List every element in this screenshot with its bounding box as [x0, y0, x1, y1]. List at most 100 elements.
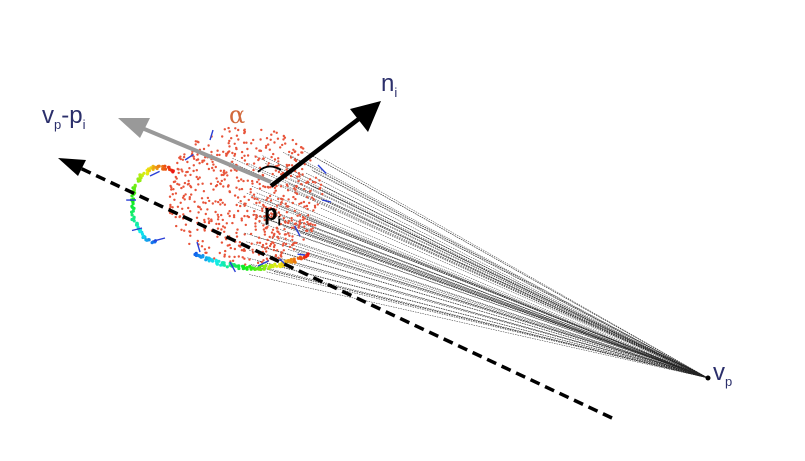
cloud-point: [218, 223, 220, 225]
cloud-rim-point: [223, 264, 226, 267]
cloud-point: [311, 230, 313, 232]
viewpoint-label: vp: [713, 361, 732, 388]
cloud-point: [291, 239, 293, 241]
cloud-point: [202, 201, 204, 203]
cloud-point: [254, 197, 256, 199]
cloud-point: [309, 178, 311, 180]
cloud-point: [219, 182, 221, 184]
cloud-point: [233, 155, 235, 157]
cloud-point: [224, 250, 226, 252]
cloud-point: [280, 252, 282, 254]
cloud-point: [243, 215, 245, 217]
cloud-point: [186, 161, 188, 163]
cloud-rim-point: [164, 168, 167, 171]
cloud-point: [223, 171, 225, 173]
cloud-point: [243, 132, 245, 134]
cloud-point: [314, 181, 316, 183]
cloud-point: [270, 156, 272, 158]
viewpoint-ray: [247, 258, 708, 378]
cloud-point: [193, 156, 195, 158]
cloud-point: [259, 183, 261, 185]
cloud-point: [228, 244, 230, 246]
cloud-point: [197, 211, 199, 213]
cloud-point: [215, 177, 217, 179]
view-direction-line: [142, 128, 271, 182]
cloud-point: [207, 144, 209, 146]
cloud-point: [215, 223, 217, 225]
cloud-point: [229, 191, 231, 193]
surface-normal: [322, 200, 331, 202]
cloud-point: [312, 227, 314, 229]
cloud-point: [257, 159, 259, 161]
cloud-point: [172, 188, 174, 190]
cloud-point: [280, 255, 282, 257]
cloud-rim-point: [307, 252, 310, 255]
cloud-point: [291, 235, 293, 237]
cloud-point: [230, 169, 232, 171]
cloud-point: [201, 183, 203, 185]
cloud-point: [216, 154, 218, 156]
cloud-point: [224, 178, 226, 180]
cloud-point: [248, 199, 250, 201]
cloud-point: [303, 201, 305, 203]
cloud-point: [222, 202, 224, 204]
viewpoint-ray: [304, 151, 708, 378]
cloud-point: [244, 159, 246, 161]
cloud-rim-point: [246, 266, 249, 269]
cloud-point: [189, 210, 191, 212]
viewpoint-ray: [288, 154, 708, 378]
cloud-point: [228, 130, 230, 132]
cloud-point: [177, 168, 179, 170]
cloud-rim-point: [226, 265, 229, 268]
cloud-point: [210, 183, 212, 185]
cloud-point: [283, 249, 285, 251]
vp-sub: p: [725, 374, 732, 389]
cloud-point: [302, 219, 304, 221]
cloud-point: [298, 221, 300, 223]
cloud-point: [181, 170, 183, 172]
cloud-point: [294, 210, 296, 212]
cloud-point: [287, 198, 289, 200]
cloud-rim-point: [211, 260, 214, 263]
cloud-point: [198, 162, 200, 164]
cloud-point: [307, 214, 309, 216]
viewpoint-ray: [278, 185, 708, 378]
cloud-point: [298, 225, 300, 227]
cloud-point: [243, 142, 245, 144]
cloud-point: [197, 183, 199, 185]
cloud-point: [293, 187, 295, 189]
cloud-point: [228, 142, 230, 144]
cloud-point: [175, 192, 177, 194]
cloud-rim-point: [216, 263, 219, 266]
cloud-point: [306, 208, 308, 210]
viewpoint-marker: [706, 376, 711, 381]
cloud-point: [225, 153, 227, 155]
cloud-point: [275, 190, 277, 192]
cloud-point: [251, 243, 253, 245]
cloud-point: [207, 218, 209, 220]
cloud-point: [221, 180, 223, 182]
cloud-point: [259, 242, 261, 244]
cloud-point: [216, 184, 218, 186]
cloud-point: [196, 159, 198, 161]
cloud-point: [190, 186, 192, 188]
cloud-rim-point: [151, 241, 154, 244]
cloud-point: [251, 249, 253, 251]
cloud-point: [300, 151, 302, 153]
cloud-point: [227, 185, 229, 187]
cloud-point: [266, 197, 268, 199]
cloud-point: [187, 207, 189, 209]
cloud-point: [178, 172, 180, 174]
cloud-point: [288, 235, 290, 237]
cloud-point: [246, 148, 248, 150]
viewpoint-ray: [296, 250, 708, 378]
cloud-point: [217, 216, 219, 218]
cloud-point: [244, 233, 246, 235]
cloud-point: [303, 206, 305, 208]
cloud-point: [274, 187, 276, 189]
cloud-point: [278, 164, 280, 166]
cloud-point: [224, 204, 226, 206]
cloud-rim-point: [242, 266, 245, 269]
cloud-point: [284, 221, 286, 223]
